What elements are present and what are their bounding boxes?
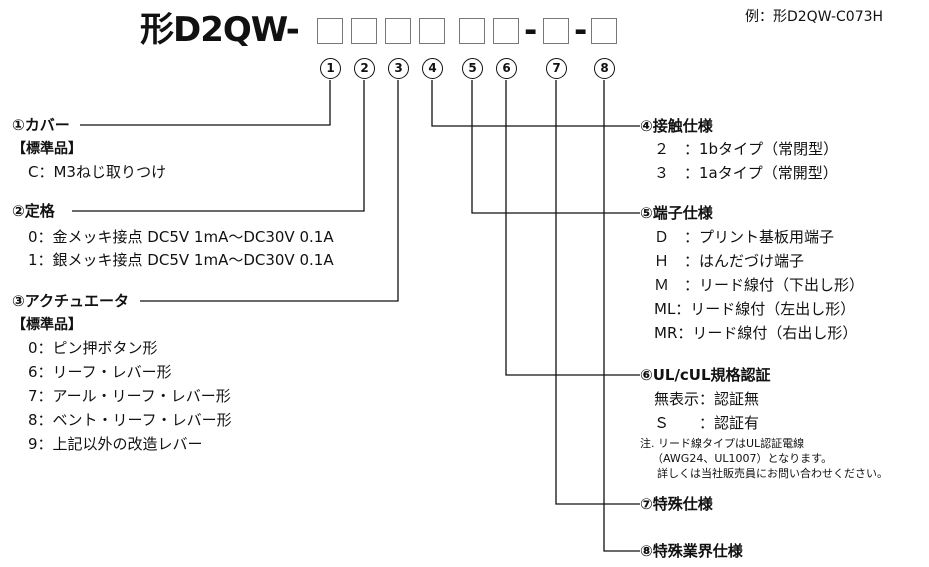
terminal-item: Ｄ ：プリント基板用端子	[654, 228, 835, 246]
actuator-item: 0：ピン押ボタン形	[28, 339, 158, 357]
terminal-item: ML：リード線付（左出し形）	[654, 300, 856, 318]
code-dash-2: -	[574, 11, 588, 49]
actuator-item: 7：アール・リーフ・レバー形	[28, 387, 231, 405]
circle-2: 2	[354, 58, 375, 79]
actuator-item: 6：リーフ・レバー形	[28, 363, 172, 381]
circle-6: 6	[496, 58, 517, 79]
connector-7	[555, 80, 640, 505]
ul-note: 注. リード線タイプはUL認証電線	[640, 437, 805, 450]
terminal-item: Ｈ ：はんだづけ端子	[654, 252, 805, 270]
connector-5	[471, 80, 640, 214]
circle-3: 3	[388, 58, 409, 79]
code-box-1	[317, 18, 343, 44]
code-box-2	[351, 18, 377, 44]
rating-item: 1：銀メッキ接点 DC5V 1mA～DC30V 0.1A	[28, 251, 334, 269]
terminal-item: MR：リード線付（右出し形）	[654, 324, 858, 342]
actuator-item: 9：上記以外の改造レバー	[28, 435, 203, 453]
cover-standard-label: 【標準品】	[12, 141, 82, 157]
code-box-6	[493, 18, 519, 44]
code-box-5	[459, 18, 485, 44]
connector-8	[603, 80, 640, 552]
industry-heading: ⑧特殊業界仕様	[640, 542, 743, 560]
circle-5: 5	[462, 58, 483, 79]
circle-4: 4	[422, 58, 443, 79]
model-title: 形D2QW-	[140, 10, 300, 50]
ul-note: 詳しくは当社販売員にお問い合わせください。	[657, 467, 888, 480]
connector-3	[140, 80, 399, 302]
cover-heading: ①カバー	[12, 116, 70, 134]
rating-item: 0：金メッキ接点 DC5V 1mA～DC30V 0.1A	[28, 228, 334, 246]
connector-6	[505, 80, 640, 376]
circle-7: 7	[546, 58, 567, 79]
terminal-item: Ｍ ：リード線付（下出し形）	[654, 276, 865, 294]
circle-1: 1	[320, 58, 341, 79]
contact-item: ３ ：1aタイプ（常開型）	[654, 164, 838, 182]
connector-4	[431, 80, 640, 127]
circle-8: 8	[594, 58, 615, 79]
code-dash-1: -	[524, 11, 538, 49]
code-box-7	[543, 18, 569, 44]
example-label: 例：形D2QW-C073H	[745, 9, 884, 25]
ul-item: Ｓ ：認証有	[654, 414, 760, 432]
ul-item: 無表示：認証無	[654, 390, 760, 408]
actuator-heading: ③アクチュエータ	[12, 292, 129, 310]
terminal-heading: ⑤端子仕様	[640, 204, 713, 222]
ul-note: （AWG24、UL1007）となります。	[652, 452, 833, 465]
connector-1	[80, 80, 331, 126]
special-heading: ⑦特殊仕様	[640, 495, 713, 513]
cover-item: C：M3ねじ取りつけ	[28, 163, 167, 181]
connector-2	[72, 80, 365, 212]
contact-item: ２ ：1bタイプ（常閉型）	[654, 140, 839, 158]
ul-heading: ⑥UL/cUL規格認証	[640, 366, 771, 384]
actuator-standard-label: 【標準品】	[12, 317, 82, 333]
actuator-item: 8：ベント・リーフ・レバー形	[28, 411, 232, 429]
code-box-4	[419, 18, 445, 44]
code-box-8	[591, 18, 617, 44]
rating-heading: ②定格	[12, 202, 55, 220]
contact-heading: ④接触仕様	[640, 117, 713, 135]
code-box-3	[385, 18, 411, 44]
